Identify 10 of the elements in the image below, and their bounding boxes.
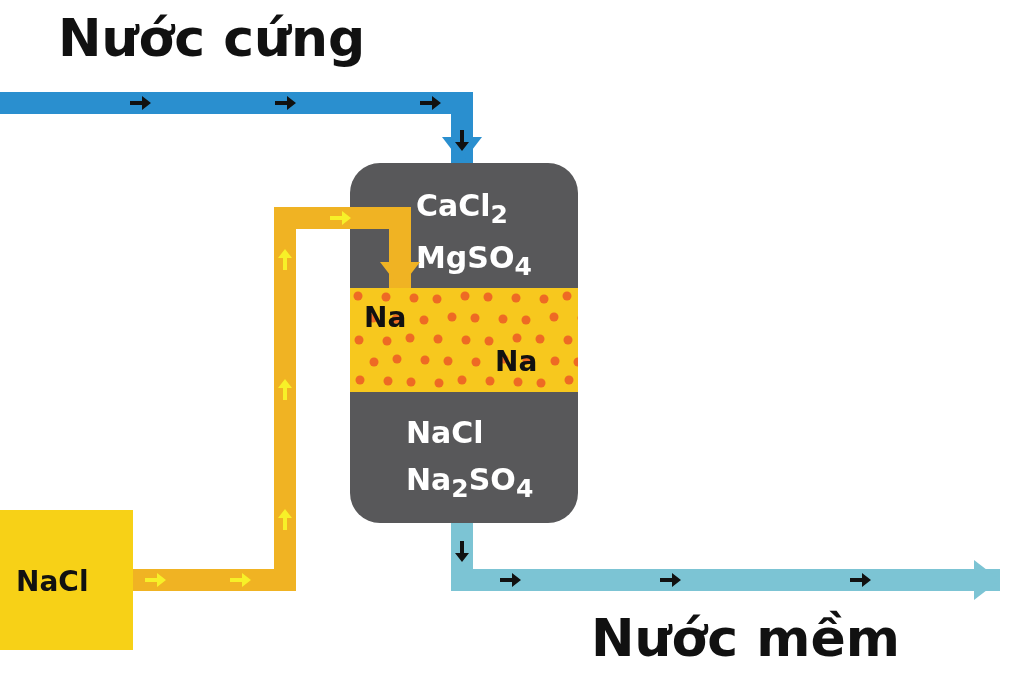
ion-label: Na — [495, 344, 538, 380]
formula-text: NaCl Na$_{2}$SO$_{4}$ — [406, 414, 535, 505]
pipe-arrow — [133, 207, 420, 591]
formula-text: NaCl — [16, 564, 89, 600]
pipe-arrow — [451, 523, 1000, 600]
ion-label: Na — [364, 300, 407, 336]
pipe-arrow — [0, 92, 482, 163]
tank — [350, 163, 578, 523]
salt-box — [0, 510, 133, 650]
formula-text: CaCl$_{2}$ MgSO$_{4}$ — [416, 187, 533, 283]
